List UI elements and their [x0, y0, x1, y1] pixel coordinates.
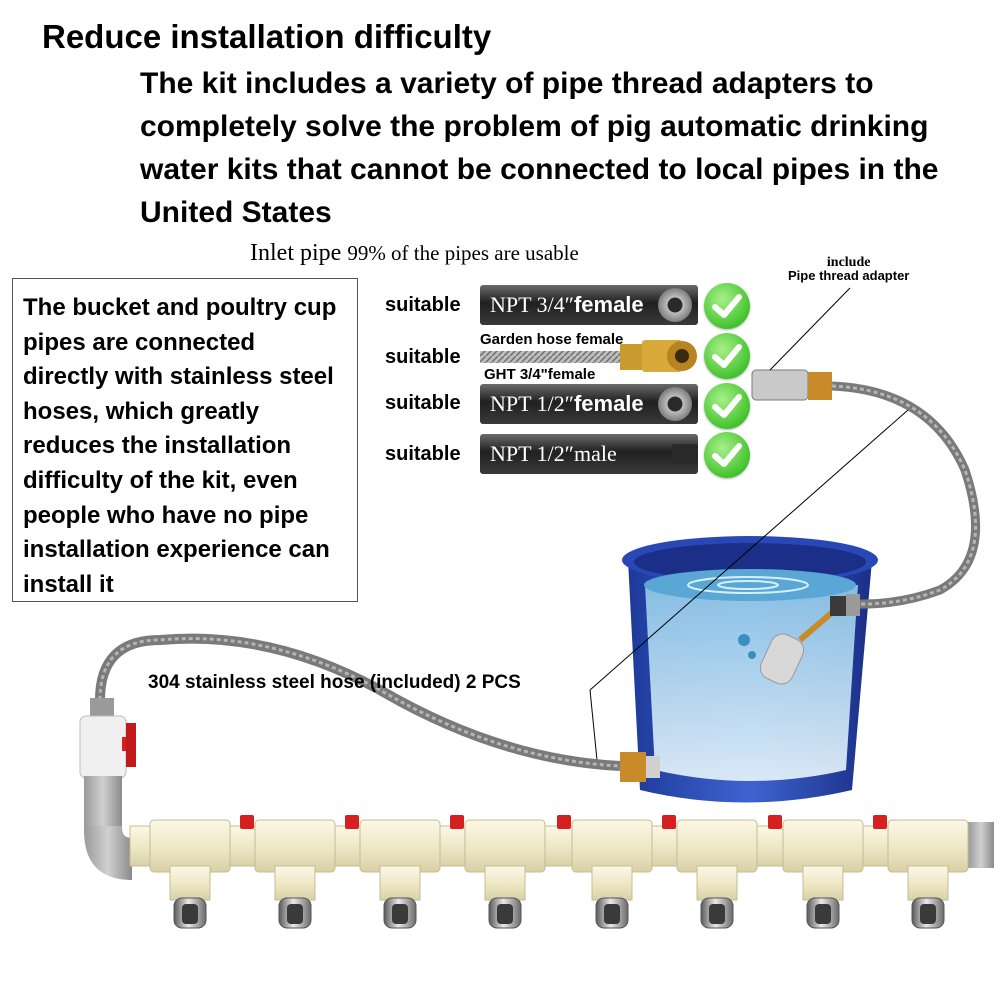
nipple-opening	[497, 904, 513, 924]
check-icon	[704, 432, 750, 478]
row1-status: suitable	[385, 294, 461, 316]
bucket	[622, 536, 878, 803]
tee-outlet	[274, 865, 316, 901]
pipe3-fitting-icon	[658, 387, 692, 421]
tee-outlet	[802, 865, 844, 901]
nipple-opening	[604, 904, 620, 924]
red-clip-icon	[240, 815, 254, 829]
pipe4-prefix: NPT 1/2″	[490, 441, 574, 466]
red-clip-icon	[345, 815, 359, 829]
nipple-opening	[709, 904, 725, 924]
check-icon	[704, 283, 750, 329]
ball-valve	[79, 698, 136, 880]
drinking-nipple-icon	[911, 897, 945, 929]
drinking-nipple-icon	[383, 897, 417, 929]
nipple-opening	[392, 904, 408, 924]
row2-status: suitable	[385, 346, 461, 368]
pipe3-prefix: NPT 1/2″	[490, 391, 574, 416]
tee-fitting	[782, 819, 864, 873]
pipe-npt-12-female: NPT 1/2″female	[480, 384, 698, 424]
pipe3-suffix: female	[573, 391, 644, 416]
tee-outlet	[907, 865, 949, 901]
drinking-nipple-icon	[700, 897, 734, 929]
drinking-nipple-icon	[488, 897, 522, 929]
row3-status: suitable	[385, 392, 461, 414]
tee-fitting	[676, 819, 758, 873]
description-text: The bucket and poultry cup pipes are con…	[23, 294, 337, 598]
red-clip-icon	[873, 815, 887, 829]
nipple-opening	[287, 904, 303, 924]
pipe1-prefix: NPT 3/4″	[490, 292, 574, 317]
manifold	[129, 822, 994, 868]
inlet-note: 99% of the pipes are usable	[347, 241, 579, 265]
tee-fitting	[149, 819, 231, 873]
adapter-note: include Pipe thread adapter	[788, 255, 910, 283]
tee-fitting	[887, 819, 969, 873]
tee-fitting	[254, 819, 336, 873]
tee-fitting	[464, 819, 546, 873]
check-icon	[704, 333, 750, 379]
tee-outlet	[169, 865, 211, 901]
tee-outlet	[696, 865, 738, 901]
red-clip-icon	[768, 815, 782, 829]
tee-fitting	[571, 819, 653, 873]
red-clip-icon	[450, 815, 464, 829]
pipe-npt-34-female: NPT 3/4″female	[480, 285, 698, 325]
tee-outlet	[379, 865, 421, 901]
garden-hose-label: Garden hose female	[480, 331, 624, 348]
description-box: The bucket and poultry cup pipes are con…	[12, 278, 358, 602]
inlet-caption: Inlet pipe 99% of the pipes are usable	[250, 240, 579, 267]
drinking-nipple-icon	[806, 897, 840, 929]
manifold-tees	[149, 815, 969, 929]
red-clip-icon	[662, 815, 676, 829]
nipple-opening	[815, 904, 831, 924]
tee-outlet	[484, 865, 526, 901]
pipe4-male-thread-icon	[672, 444, 698, 464]
adapter-note-line2: Pipe thread adapter	[788, 268, 910, 283]
subtitle: The kit includes a variety of pipe threa…	[140, 67, 939, 229]
row4-status: suitable	[385, 443, 461, 465]
adapter-note-line1: include	[826, 255, 871, 270]
tee-fitting	[359, 819, 441, 873]
check-icon	[704, 383, 750, 429]
drinking-nipple-icon	[173, 897, 207, 929]
hose-label: 304 stainless steel hose (included) 2 PC…	[148, 672, 521, 693]
tee-outlet	[591, 865, 633, 901]
pipe1-fitting-icon	[658, 288, 692, 322]
pipe1-suffix: female	[573, 292, 644, 317]
pipe4-suffix: male	[573, 441, 617, 466]
red-clip-icon	[557, 815, 571, 829]
ght-label: GHT 3/4"female	[484, 366, 596, 383]
page-title: Reduce installation difficulty	[42, 18, 492, 55]
drinking-nipple-icon	[595, 897, 629, 929]
outlet-hose	[95, 633, 660, 782]
pipe-npt-12-male: NPT 1/2″male	[480, 434, 698, 474]
nipple-opening	[920, 904, 936, 924]
inlet-hose	[751, 369, 981, 616]
drinking-nipple-icon	[278, 897, 312, 929]
inlet-label: Inlet pipe	[250, 240, 342, 266]
nipple-opening	[182, 904, 198, 924]
garden-hose-icon	[480, 340, 697, 372]
